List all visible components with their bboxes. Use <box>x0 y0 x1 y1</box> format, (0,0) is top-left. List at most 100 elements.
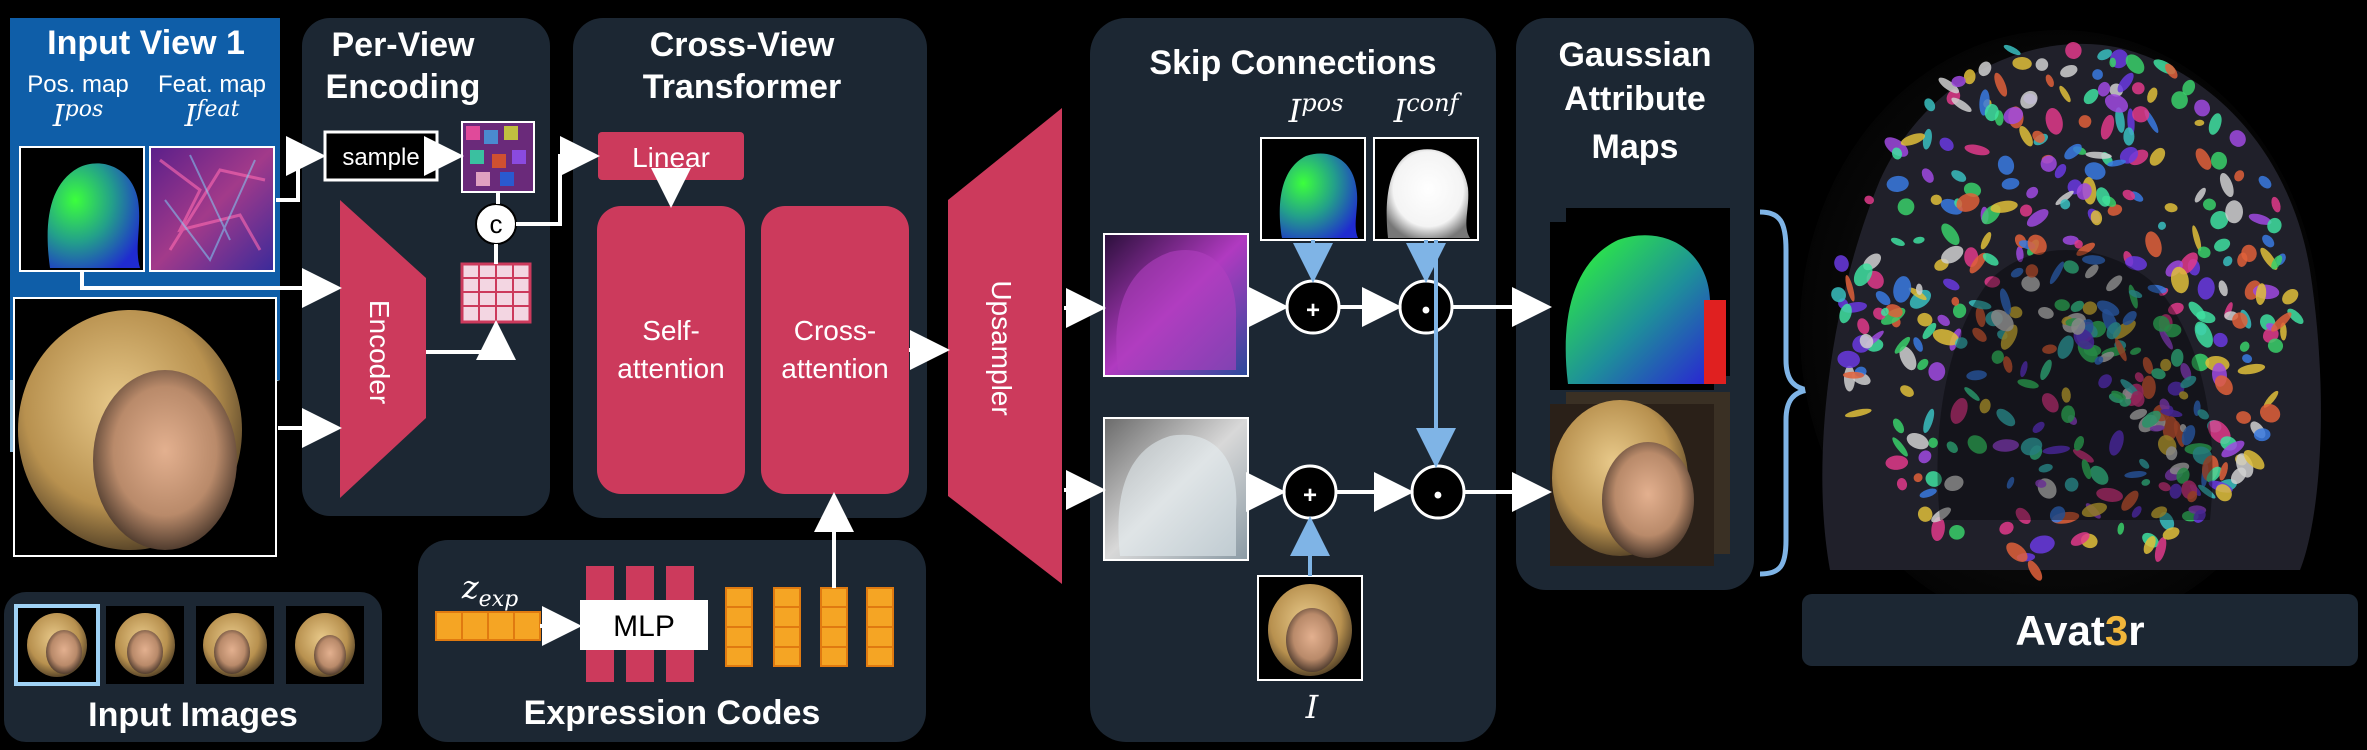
feat-map-symbol: Ifeat <box>184 97 240 134</box>
upsampler-block: Upsampler <box>948 108 1062 584</box>
splat <box>2219 462 2228 481</box>
splat <box>2225 200 2244 224</box>
multiply-node-bottom-label: • <box>1434 482 1442 509</box>
splat <box>2026 209 2049 227</box>
per-view-encoding-panel: Per-View Encoding sample c <box>302 18 550 516</box>
splat <box>2081 459 2092 480</box>
multiply-node-top-label: • <box>1422 297 1430 324</box>
splat <box>1897 198 1915 216</box>
splat <box>2242 354 2253 364</box>
splat <box>2065 42 2082 59</box>
splat <box>2258 175 2272 189</box>
splat <box>2167 381 2185 396</box>
splat <box>1891 147 1903 160</box>
upsampler-label: Upsampler <box>986 280 1017 415</box>
splat <box>2019 204 2033 217</box>
splat <box>1969 252 1987 274</box>
splat <box>2055 190 2074 206</box>
splat <box>1844 365 1855 392</box>
cross-attention-block <box>761 206 909 494</box>
cross-view-title-line1: Cross-View <box>650 26 835 64</box>
splat <box>2124 471 2147 478</box>
splat <box>2107 159 2127 167</box>
splat <box>2097 81 2111 97</box>
splat <box>1875 291 1891 306</box>
splat <box>2020 437 2043 456</box>
splat <box>1839 303 1852 324</box>
splat <box>2092 69 2103 80</box>
splat <box>2165 446 2178 461</box>
cross-view-transformer-panel: Cross-View Transformer Linear Self- atte… <box>573 18 927 518</box>
splat <box>2187 490 2198 503</box>
splat <box>2236 411 2252 424</box>
splat <box>2248 213 2272 225</box>
self-attention-label-line2: attention <box>617 353 724 384</box>
splat <box>2197 409 2209 420</box>
splat <box>2109 57 2116 68</box>
splat <box>1923 408 1935 434</box>
splat <box>1918 450 1932 464</box>
splat <box>1978 61 1992 77</box>
splat <box>1845 275 1855 302</box>
splat <box>1949 524 1965 540</box>
splat <box>1997 155 2015 175</box>
splat <box>2215 484 2232 502</box>
skip-input-symbol: I <box>1305 688 1320 726</box>
splat <box>2125 54 2145 74</box>
splat <box>2170 266 2189 294</box>
splat <box>2194 99 2211 117</box>
splat <box>2006 542 2028 562</box>
splat <box>2132 106 2150 123</box>
splat <box>1857 318 1870 335</box>
output-expression-codes <box>725 587 894 667</box>
splat <box>1928 362 1946 381</box>
splat <box>2006 476 2015 489</box>
splat <box>2010 267 2024 278</box>
splat <box>1951 170 1967 182</box>
splat <box>2015 507 2031 525</box>
splat <box>2193 509 2206 523</box>
splat <box>2121 490 2139 511</box>
splat <box>2165 63 2178 79</box>
splat <box>1922 128 1932 150</box>
splat <box>2032 130 2045 143</box>
splat <box>1885 455 1909 470</box>
splat <box>2035 479 2047 488</box>
splat <box>2170 348 2184 367</box>
splat <box>2197 277 2215 300</box>
splat <box>2042 344 2057 354</box>
splat <box>2074 239 2083 249</box>
splat <box>2129 408 2148 420</box>
input-images-panel: Input Images <box>4 592 382 742</box>
splat <box>2125 256 2147 271</box>
splat <box>1996 408 2016 427</box>
splat <box>1900 133 1926 146</box>
splat <box>2003 44 2021 56</box>
splat <box>1944 475 1964 492</box>
splat <box>1939 137 1954 151</box>
splat <box>1917 312 1933 327</box>
splat <box>2097 49 2112 61</box>
splat <box>2130 347 2142 355</box>
splat <box>1864 195 1875 205</box>
splat <box>2147 284 2167 294</box>
splat <box>1884 137 1909 157</box>
sample-label: sample <box>342 144 419 171</box>
splat <box>2159 328 2173 350</box>
splat <box>2234 170 2245 182</box>
splat <box>1937 314 1950 327</box>
splat <box>2153 315 2170 332</box>
splat <box>2045 74 2054 88</box>
self-attention-label-line1: Self- <box>642 315 700 346</box>
splat <box>2057 335 2074 359</box>
sampled-features-image <box>461 121 535 193</box>
splat <box>2218 280 2228 297</box>
splat <box>2122 310 2137 326</box>
splat <box>1990 200 2018 213</box>
splat <box>2210 211 2229 230</box>
splat <box>1941 245 1964 264</box>
splat <box>2064 143 2082 160</box>
splat <box>2259 403 2281 423</box>
splat <box>2020 90 2038 109</box>
splat <box>1890 237 1905 247</box>
